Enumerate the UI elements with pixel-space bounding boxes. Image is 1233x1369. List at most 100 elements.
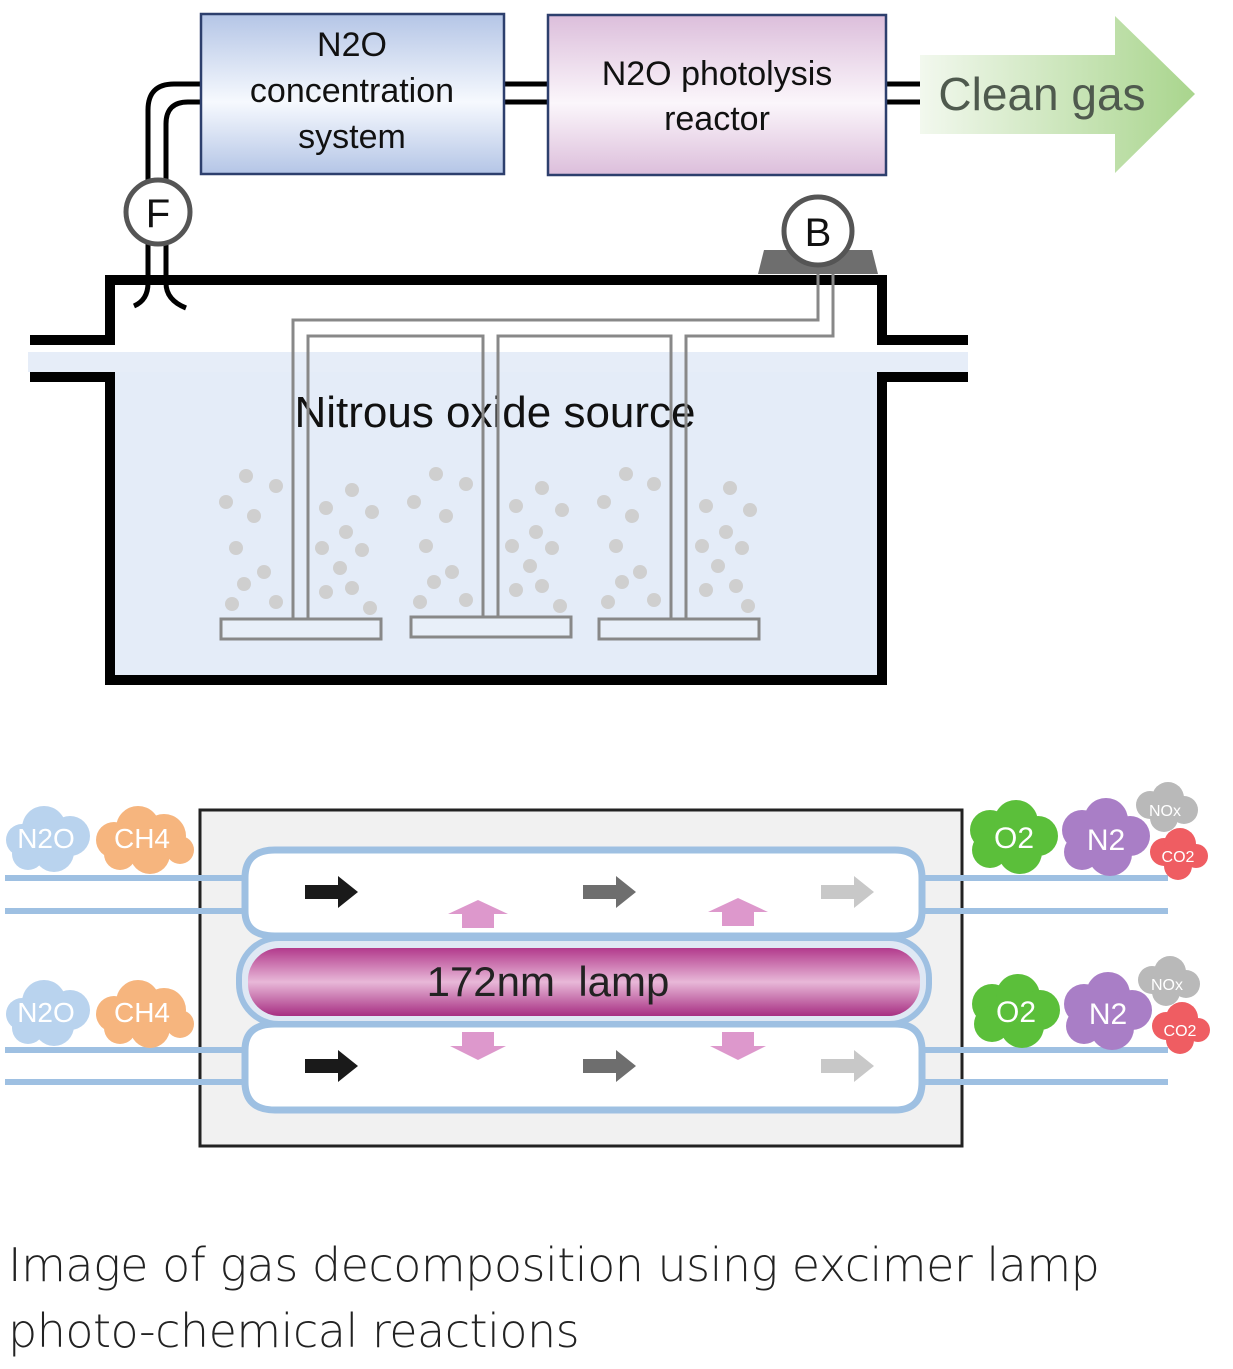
diffusers: [219, 615, 761, 641]
bubble: [439, 509, 453, 523]
caption: Image of gas decomposition using excimer…: [8, 1238, 1100, 1358]
bubble: [699, 583, 713, 597]
bubble: [239, 469, 253, 483]
concentration-box-line2: concentration: [250, 72, 454, 110]
bubble: [523, 559, 537, 573]
flow-arrow-icon: [583, 1050, 636, 1082]
bubble: [735, 541, 749, 555]
flow-arrows: [305, 876, 874, 1082]
bubble: [529, 525, 543, 539]
bubble: [723, 481, 737, 495]
concentration-box-line3: system: [298, 118, 406, 156]
input-gases-row1: N2O CH4: [6, 806, 194, 874]
bubble: [445, 565, 459, 579]
bubble: [545, 541, 559, 555]
o2-cloud: [972, 974, 1060, 1048]
bubble: [315, 541, 329, 555]
bubble: [609, 539, 623, 553]
n2o-cloud: [6, 806, 90, 872]
external-pipes: [5, 875, 1168, 1085]
nox-label: NOx: [1151, 977, 1183, 994]
bubble: [429, 467, 443, 481]
concentration-box: N2O concentration system: [199, 12, 506, 176]
flow-arrow-icon: [821, 876, 874, 908]
bubble: [625, 509, 639, 523]
uv-arrow-down-icon: [710, 1032, 766, 1060]
n2o-label: N2O: [17, 823, 75, 854]
ch4-cloud: [96, 806, 194, 874]
bubble: [427, 575, 441, 589]
flow-arrow-icon: [305, 1050, 358, 1082]
bubble: [535, 481, 549, 495]
input-gases-row2: N2O CH4: [6, 980, 194, 1048]
co2-cloud: [1152, 1002, 1210, 1054]
bubble: [619, 467, 633, 481]
bubble: [363, 601, 377, 615]
flow-meter: F: [123, 177, 193, 247]
bubble: [219, 495, 233, 509]
bubble: [597, 495, 611, 509]
bubble: [345, 483, 359, 497]
n2-cloud: [1064, 972, 1152, 1050]
lamp-label: 172nm lamp: [427, 958, 670, 1005]
photolysis-box: N2O photolysis reactor: [546, 13, 888, 177]
nox-cloud: [1136, 782, 1198, 832]
clean-gas-label: Clean gas: [938, 68, 1145, 120]
connector-lines: [504, 81, 920, 105]
co2-label: CO2: [1162, 849, 1195, 866]
bubble: [695, 539, 709, 553]
lamp: 172nm lamp: [236, 935, 932, 1027]
bubble: [719, 525, 733, 539]
uv-arrow-up-icon: [448, 900, 508, 928]
bubble: [459, 477, 473, 491]
uv-arrow-up-icon: [708, 898, 768, 926]
bubble: [553, 599, 567, 613]
concentration-box-line1: N2O: [317, 26, 387, 64]
photolysis-box-line2: reactor: [664, 100, 770, 138]
inlet-pipe: [132, 81, 202, 311]
bubble: [699, 499, 713, 513]
bubble: [257, 565, 271, 579]
bubble: [647, 477, 661, 491]
bubble: [319, 585, 333, 599]
bubble: [247, 509, 261, 523]
ch4-label: CH4: [114, 823, 170, 854]
n2o-label: N2O: [17, 997, 75, 1028]
bubble: [269, 595, 283, 609]
bubble: [535, 579, 549, 593]
o2-label: O2: [994, 822, 1034, 855]
bubble: [601, 595, 615, 609]
bubble: [237, 577, 251, 591]
bubble: [355, 543, 369, 557]
flow-arrow-icon: [821, 1050, 874, 1082]
tank-label: Nitrous oxide source: [294, 388, 695, 437]
n2-label: N2: [1087, 824, 1125, 857]
bubble: [333, 561, 347, 575]
bubble: [419, 539, 433, 553]
air-pipes: [291, 270, 835, 620]
uv-arrows: [448, 898, 768, 1060]
blower-label: B: [805, 211, 832, 255]
blower: B: [758, 194, 878, 274]
bubble: [459, 593, 473, 607]
n2o-cloud: [6, 980, 90, 1046]
bubble: [345, 581, 359, 595]
nox-cloud: [1138, 956, 1200, 1006]
bubble: [615, 575, 629, 589]
o2-cloud: [970, 800, 1058, 874]
uv-arrow-down-icon: [450, 1032, 506, 1060]
bubble: [407, 495, 421, 509]
n2-label: N2: [1089, 998, 1127, 1031]
bubble: [225, 597, 239, 611]
flow-arrow-icon: [583, 876, 636, 908]
bubble: [319, 501, 333, 515]
output-gases-row2: O2 N2 NOx CO2: [972, 956, 1210, 1054]
clean-gas-arrow: Clean gas: [920, 16, 1195, 173]
co2-label: CO2: [1164, 1023, 1197, 1040]
bubble: [711, 559, 725, 573]
bubble: [509, 499, 523, 513]
bubble: [633, 565, 647, 579]
flow-meter-label: F: [146, 192, 170, 236]
bubble: [729, 579, 743, 593]
